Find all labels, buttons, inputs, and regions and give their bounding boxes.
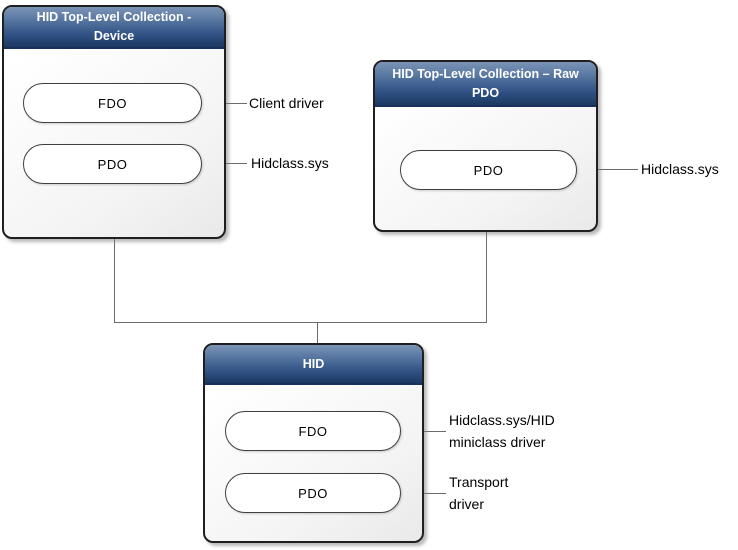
box-hid-title: HID — [302, 356, 325, 371]
node-hid-pdo: PDO — [225, 473, 401, 513]
connector-horizontal-bus-line — [114, 322, 487, 323]
annotation-hidclass-miniclass-driver: Hidclass.sys/HID miniclass driver — [449, 412, 555, 450]
connector-hid-box-stub-line — [317, 322, 318, 343]
box-tlc-raw-pdo-title-line1: HID Top-Level Collection – Raw — [392, 66, 579, 81]
box-tlc-device-header: HID Top-Level Collection - Device — [4, 7, 224, 49]
node-device-pdo: PDO — [23, 144, 202, 184]
node-device-pdo-label: PDO — [97, 156, 128, 172]
box-tlc-device-title-line2: Device — [93, 29, 135, 43]
connector-rawpdo-box-down-line — [486, 232, 487, 322]
box-hid-header: HID — [205, 345, 422, 385]
node-device-fdo: FDO — [23, 83, 202, 123]
box-tlc-raw-pdo: HID Top-Level Collection – Raw PDO — [373, 60, 598, 232]
annotation-transport-driver: Transport driver — [449, 474, 509, 512]
box-tlc-device-title-line1: HID Top-Level Collection - — [36, 10, 192, 24]
box-tlc-raw-pdo-header: HID Top-Level Collection – Raw PDO — [375, 62, 596, 107]
node-rawpdo-pdo-label: PDO — [473, 162, 504, 178]
annotation-hidclass-sys-right: Hidclass.sys — [641, 161, 719, 177]
node-hid-fdo: FDO — [225, 411, 401, 451]
node-rawpdo-pdo: PDO — [400, 150, 577, 190]
annotation-hidclass-sys-left: Hidclass.sys — [251, 155, 329, 171]
node-device-fdo-label: FDO — [98, 95, 127, 111]
node-hid-fdo-label: FDO — [298, 423, 328, 439]
connector-device-box-down-line — [114, 239, 115, 322]
box-tlc-raw-pdo-title-line2: PDO — [471, 85, 500, 100]
leader-line-rawpdo-hidclass — [577, 169, 638, 170]
node-hid-pdo-label: PDO — [298, 485, 328, 501]
annotation-client-driver: Client driver — [249, 95, 324, 111]
